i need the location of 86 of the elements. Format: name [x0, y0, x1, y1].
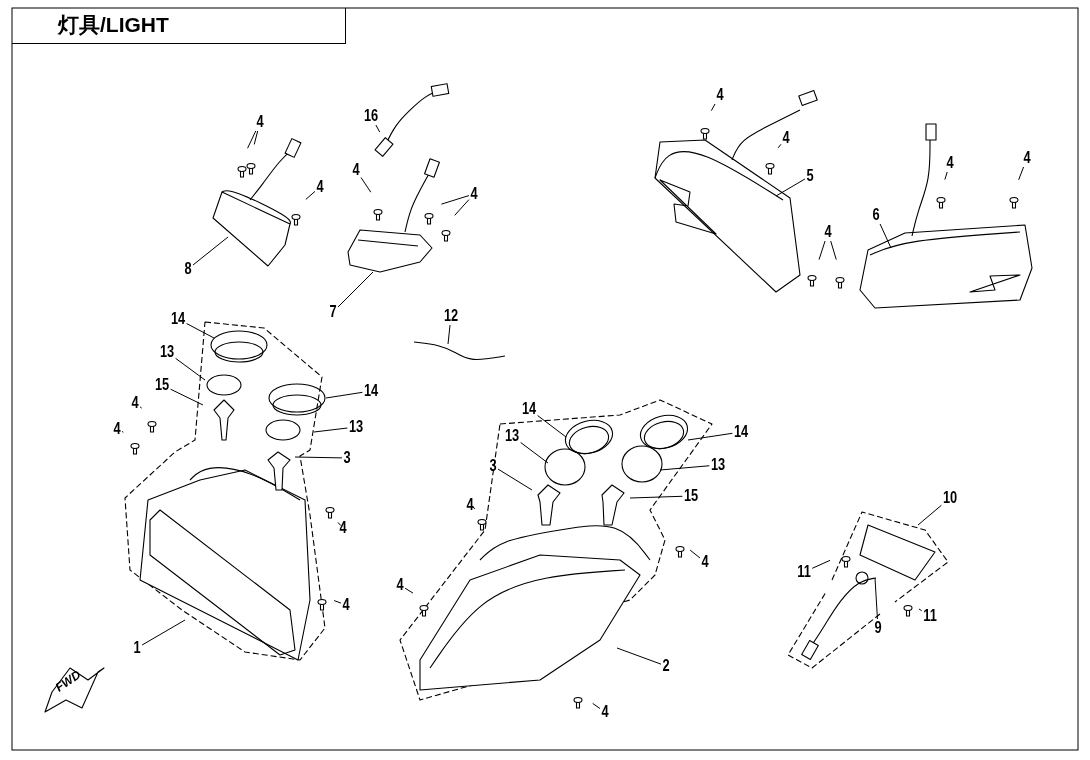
callout-number: 4	[316, 179, 324, 195]
callout-number: 5	[806, 168, 814, 184]
callout-number: 14	[363, 383, 379, 399]
leader-line	[659, 465, 710, 471]
callout-number: 4	[701, 554, 709, 570]
callout-number: 4	[396, 577, 404, 593]
leader-line	[253, 130, 259, 145]
callout-number: 13	[710, 457, 726, 473]
leader-line	[141, 619, 186, 646]
leader-line	[440, 195, 470, 205]
leader-line	[333, 600, 342, 604]
leader-line	[520, 441, 549, 464]
callout-number: 8	[184, 261, 192, 277]
leader-line	[305, 190, 316, 200]
leader-line	[447, 324, 451, 345]
leader-line	[294, 456, 343, 459]
callout-number: 4	[352, 162, 360, 178]
leader-line	[944, 171, 948, 181]
leader-line	[874, 577, 878, 620]
leader-line	[404, 587, 414, 594]
leader-line	[170, 388, 204, 406]
leader-line	[629, 495, 683, 499]
callout-number: 4	[782, 130, 790, 146]
callout-number: 13	[348, 419, 364, 435]
leader-line	[454, 199, 470, 216]
callout-number: 12	[443, 308, 459, 324]
leader-line	[337, 522, 342, 527]
leader-line	[313, 427, 348, 433]
leader-line	[186, 323, 215, 339]
leader-line	[592, 702, 601, 709]
callout-number: 4	[946, 155, 954, 171]
callout-number: 4	[256, 114, 264, 130]
leader-line	[1018, 166, 1025, 181]
callout-number: 4	[342, 597, 350, 613]
callout-number: 6	[872, 207, 880, 223]
callout-number: 3	[343, 450, 351, 466]
leader-line	[337, 271, 374, 308]
callout-number: 4	[339, 520, 347, 536]
leader-line	[917, 504, 942, 526]
leader-line	[325, 391, 363, 399]
leader-line	[777, 143, 782, 149]
leader-line	[360, 177, 372, 193]
leader-line	[616, 647, 662, 665]
callout-number: 4	[716, 87, 724, 103]
callout-number: 14	[733, 424, 749, 440]
title: 灯具/LIGHT	[12, 8, 346, 44]
leader-line	[879, 223, 892, 249]
leader-line	[687, 432, 733, 441]
leader-line	[247, 130, 257, 149]
callout-number: 4	[824, 224, 832, 240]
leader-line	[139, 406, 143, 409]
callout-number: 9	[874, 620, 882, 636]
leader-line	[471, 505, 476, 510]
callout-number: 13	[504, 428, 520, 444]
leader-line	[918, 608, 923, 612]
callout-number: 15	[683, 488, 699, 504]
callout-number: 4	[466, 497, 474, 513]
callout-number: 14	[170, 311, 186, 327]
callout-number: 13	[159, 344, 175, 360]
callout-number: 16	[363, 108, 379, 124]
leader-line	[175, 357, 206, 381]
callout-number: 4	[470, 186, 478, 202]
callout-number: 4	[113, 421, 121, 437]
leader-line	[811, 559, 831, 569]
callout-number: 4	[131, 395, 139, 411]
leader-line	[121, 431, 124, 433]
callout-number: 14	[521, 401, 537, 417]
callout-number: 11	[797, 564, 811, 580]
callout-number: 7	[329, 304, 337, 320]
callout-number: 4	[601, 704, 609, 720]
callout-number: 2	[662, 658, 670, 674]
leader-line	[497, 468, 533, 491]
callout-number: 11	[923, 608, 937, 624]
leader-line	[192, 236, 229, 266]
leader-line	[830, 240, 837, 261]
callout-number: 15	[154, 377, 170, 393]
leader-line	[375, 124, 381, 133]
leader-line	[537, 415, 567, 438]
leader-line	[710, 103, 716, 112]
callout-number: 10	[942, 490, 958, 506]
callout-number: 1	[133, 640, 141, 656]
leader-line	[818, 240, 826, 261]
leader-line	[689, 549, 701, 559]
leader-line	[775, 178, 806, 197]
callout-number: 4	[1023, 150, 1031, 166]
callout-number: 3	[489, 458, 497, 474]
